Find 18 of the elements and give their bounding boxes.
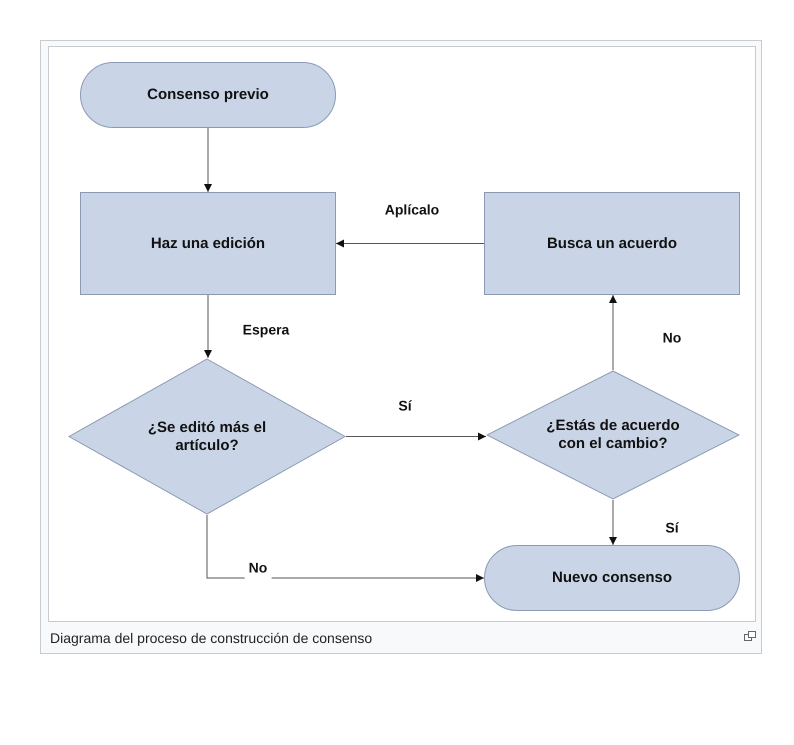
process-box bbox=[484, 192, 740, 295]
arrow bbox=[346, 432, 486, 440]
node-text: Haz una edición bbox=[150, 234, 266, 252]
node-text: Nuevo consenso bbox=[552, 569, 672, 587]
node-text: Busca un acuerdo bbox=[546, 234, 678, 252]
arrow bbox=[336, 240, 484, 248]
arrow bbox=[204, 294, 212, 358]
arrow bbox=[609, 500, 617, 546]
node-text: ¿Se editó más el artículo? bbox=[146, 418, 268, 454]
decision-diamond bbox=[68, 358, 346, 515]
caption: Diagrama del proceso de construcción de consenso bbox=[50, 629, 372, 648]
arrow bbox=[609, 294, 617, 370]
node-text: ¿Estás de acuerdo con el cambio? bbox=[545, 417, 681, 453]
process-box bbox=[80, 192, 336, 295]
decision-diamond bbox=[486, 370, 740, 500]
arrow bbox=[206, 514, 484, 582]
node-text: Consenso previo bbox=[147, 86, 269, 104]
arrow bbox=[204, 128, 212, 192]
